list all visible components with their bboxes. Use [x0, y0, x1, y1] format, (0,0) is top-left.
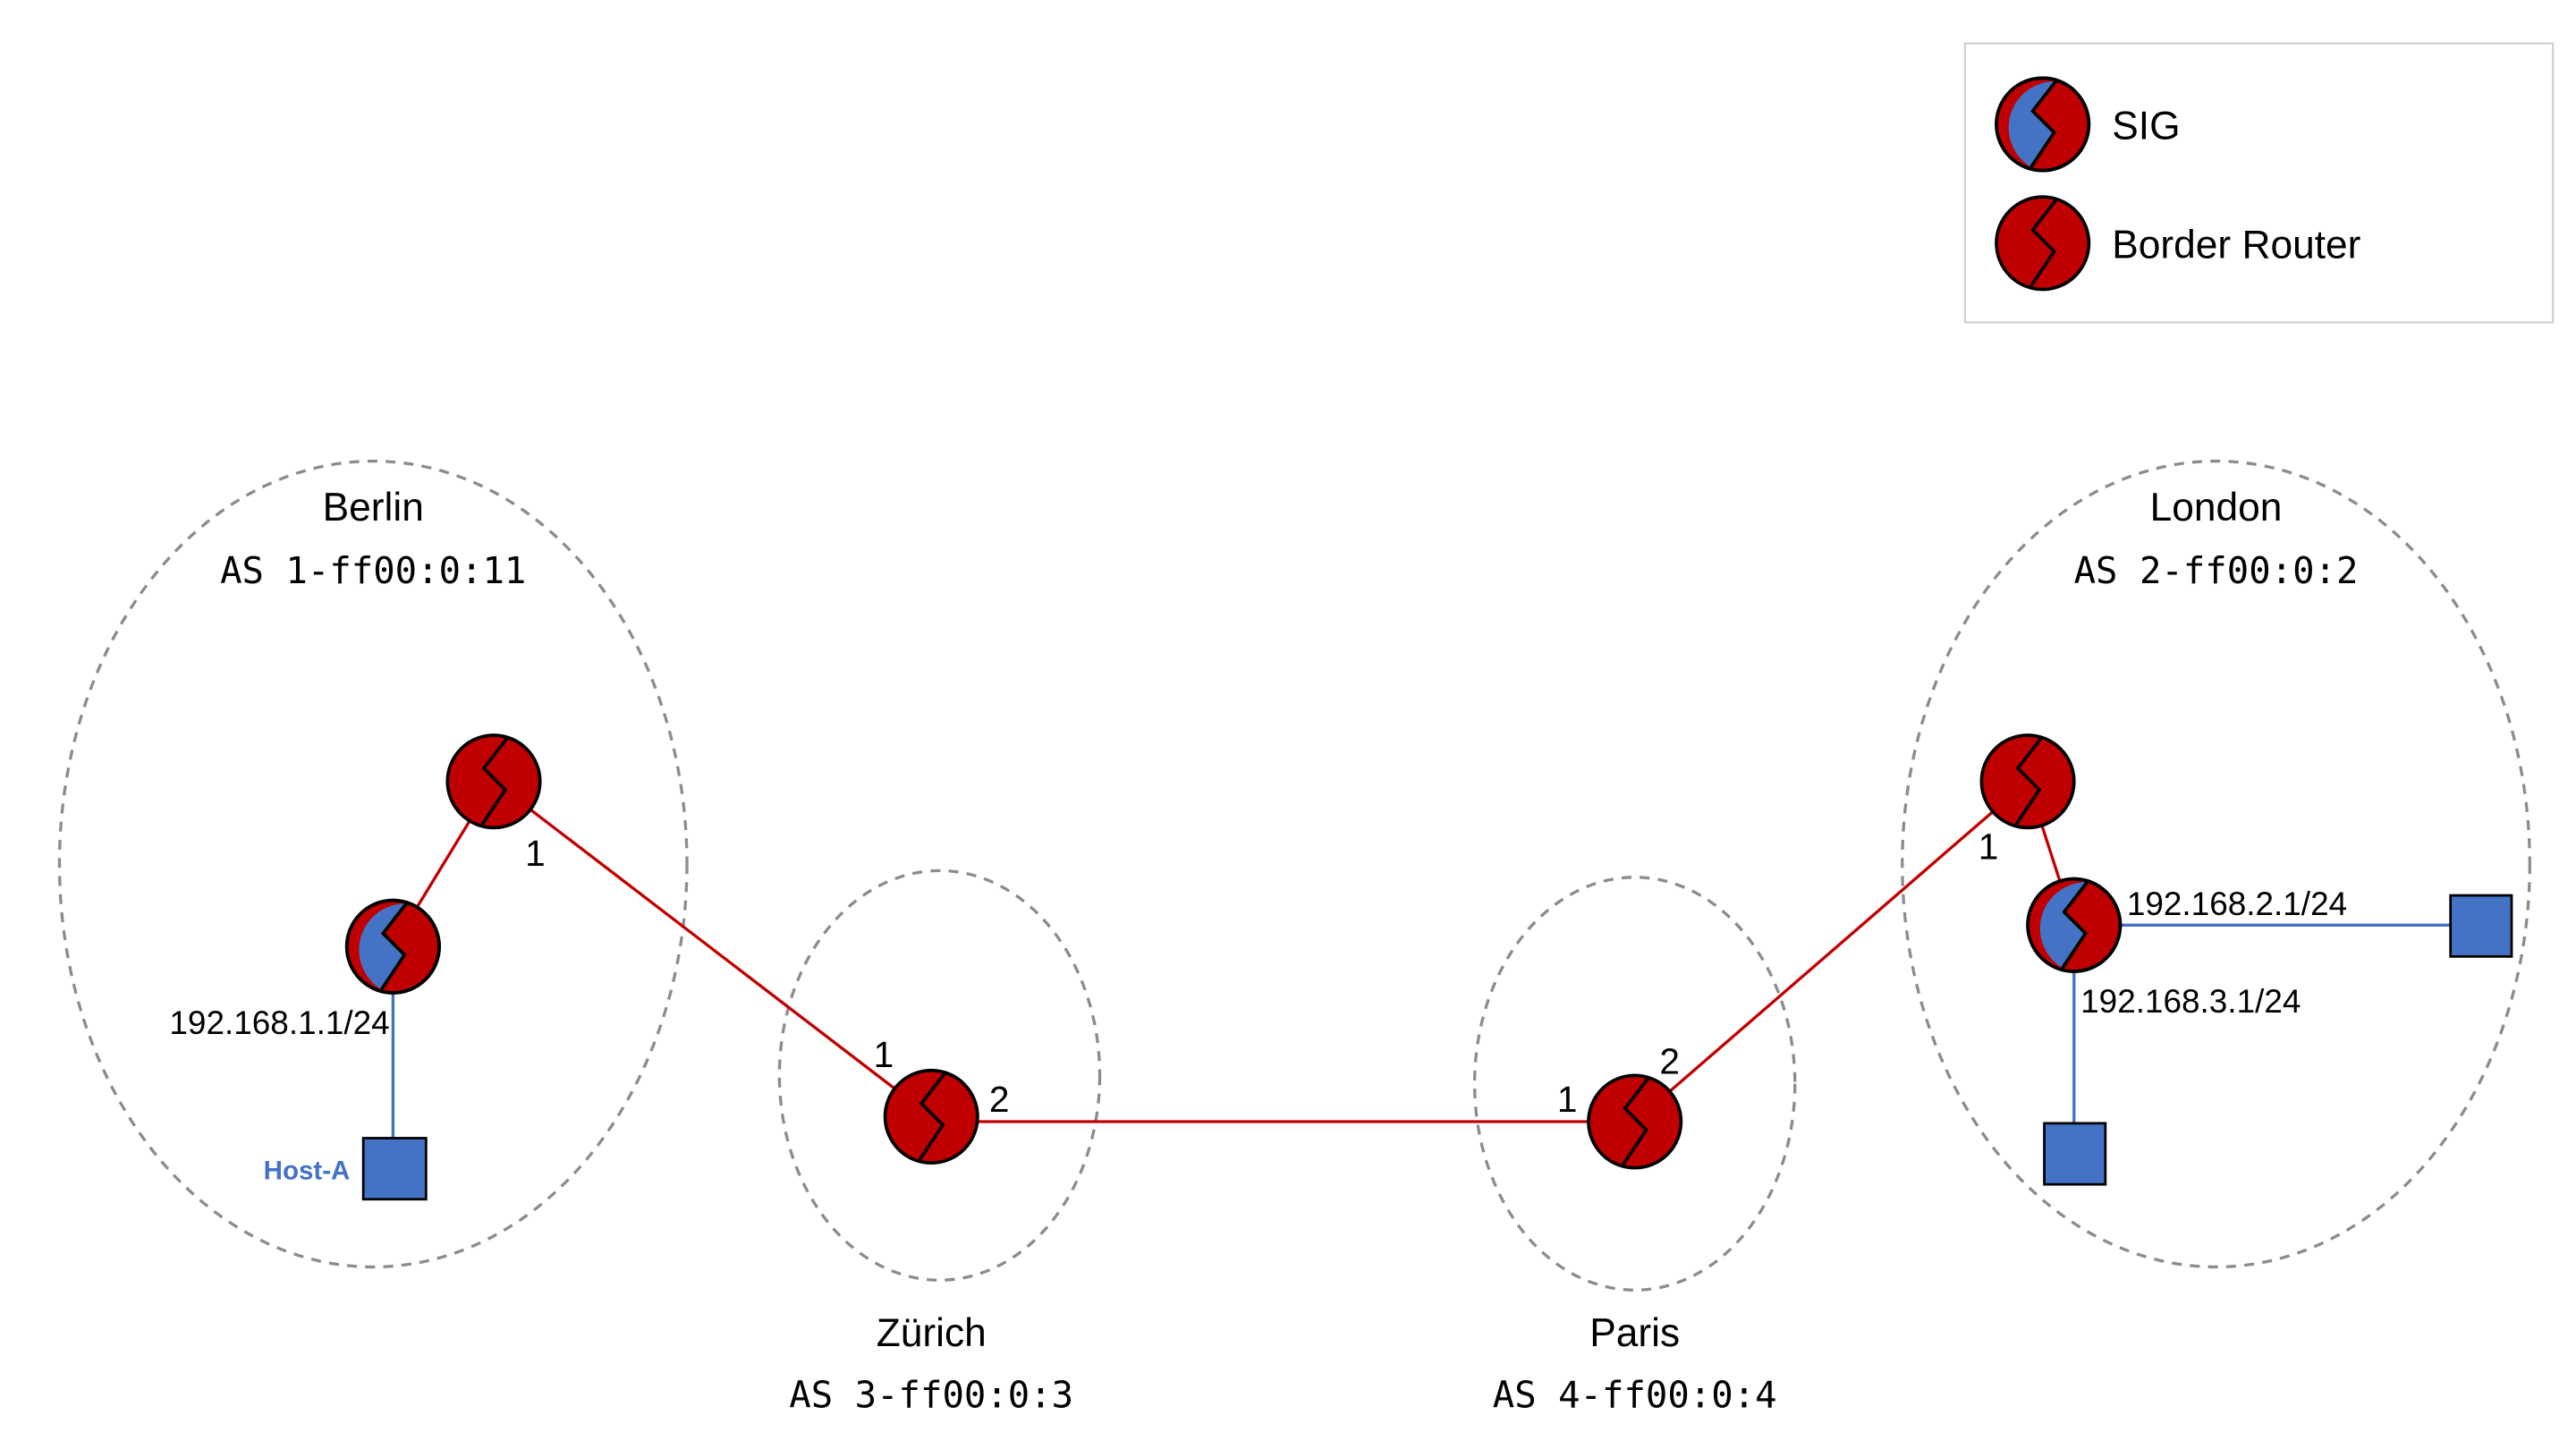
- berlin-sig: [344, 898, 441, 995]
- region-berlin-as: AS 1-ff00:0:11: [220, 549, 526, 592]
- paris-left-interface-label: 1: [1557, 1079, 1578, 1120]
- region-paris-as: AS 4-ff00:0:4: [1493, 1373, 1777, 1416]
- paris-right-interface-label: 2: [1659, 1040, 1680, 1081]
- region-paris-name: Paris: [1589, 1311, 1680, 1355]
- london-sig-address-a: 192.168.2.1/24: [2127, 886, 2347, 922]
- london-border-router: [1979, 733, 2076, 830]
- berlin-border-router: [445, 733, 542, 830]
- host-a-label: Host-A: [264, 1157, 351, 1186]
- legend-border-router-label: Border Router: [2112, 223, 2360, 267]
- region-zurich-as: AS 3-ff00:0:3: [789, 1373, 1073, 1416]
- paris-border-router: [1587, 1073, 1683, 1170]
- legend: SIG Border Router: [1963, 42, 2555, 324]
- zurich-left-interface-label: 1: [874, 1034, 894, 1075]
- region-berlin-name: Berlin: [323, 486, 424, 530]
- berlin-br-interface-label: 1: [525, 833, 546, 874]
- zurich-right-interface-label: 2: [989, 1079, 1010, 1120]
- link-berlin-zurich: [492, 780, 933, 1118]
- host-a-node: [361, 1137, 428, 1201]
- region-berlin: [57, 459, 689, 1269]
- region-london-name: London: [2150, 486, 2283, 530]
- region-zurich-name: Zürich: [877, 1311, 987, 1355]
- region-zurich: [777, 869, 1102, 1282]
- zurich-border-router: [883, 1068, 979, 1165]
- region-london-as: AS 2-ff00:0:2: [2074, 549, 2359, 592]
- legend-border-router-icon: [1995, 195, 2091, 292]
- legend-sig-icon: [1995, 76, 2091, 173]
- london-br-interface-label: 1: [1979, 826, 1999, 867]
- london-sig: [2026, 877, 2123, 973]
- london-host-bottom-node: [2043, 1122, 2107, 1186]
- legend-sig-label: SIG: [2112, 105, 2180, 148]
- region-london: [1901, 459, 2531, 1269]
- berlin-sig-address: 192.168.1.1/24: [169, 1004, 389, 1041]
- region-paris: [1472, 876, 1797, 1292]
- london-sig-address-b: 192.168.3.1/24: [2080, 983, 2301, 1020]
- london-host-right-node: [2449, 894, 2513, 958]
- link-paris-london: [1633, 780, 2029, 1123]
